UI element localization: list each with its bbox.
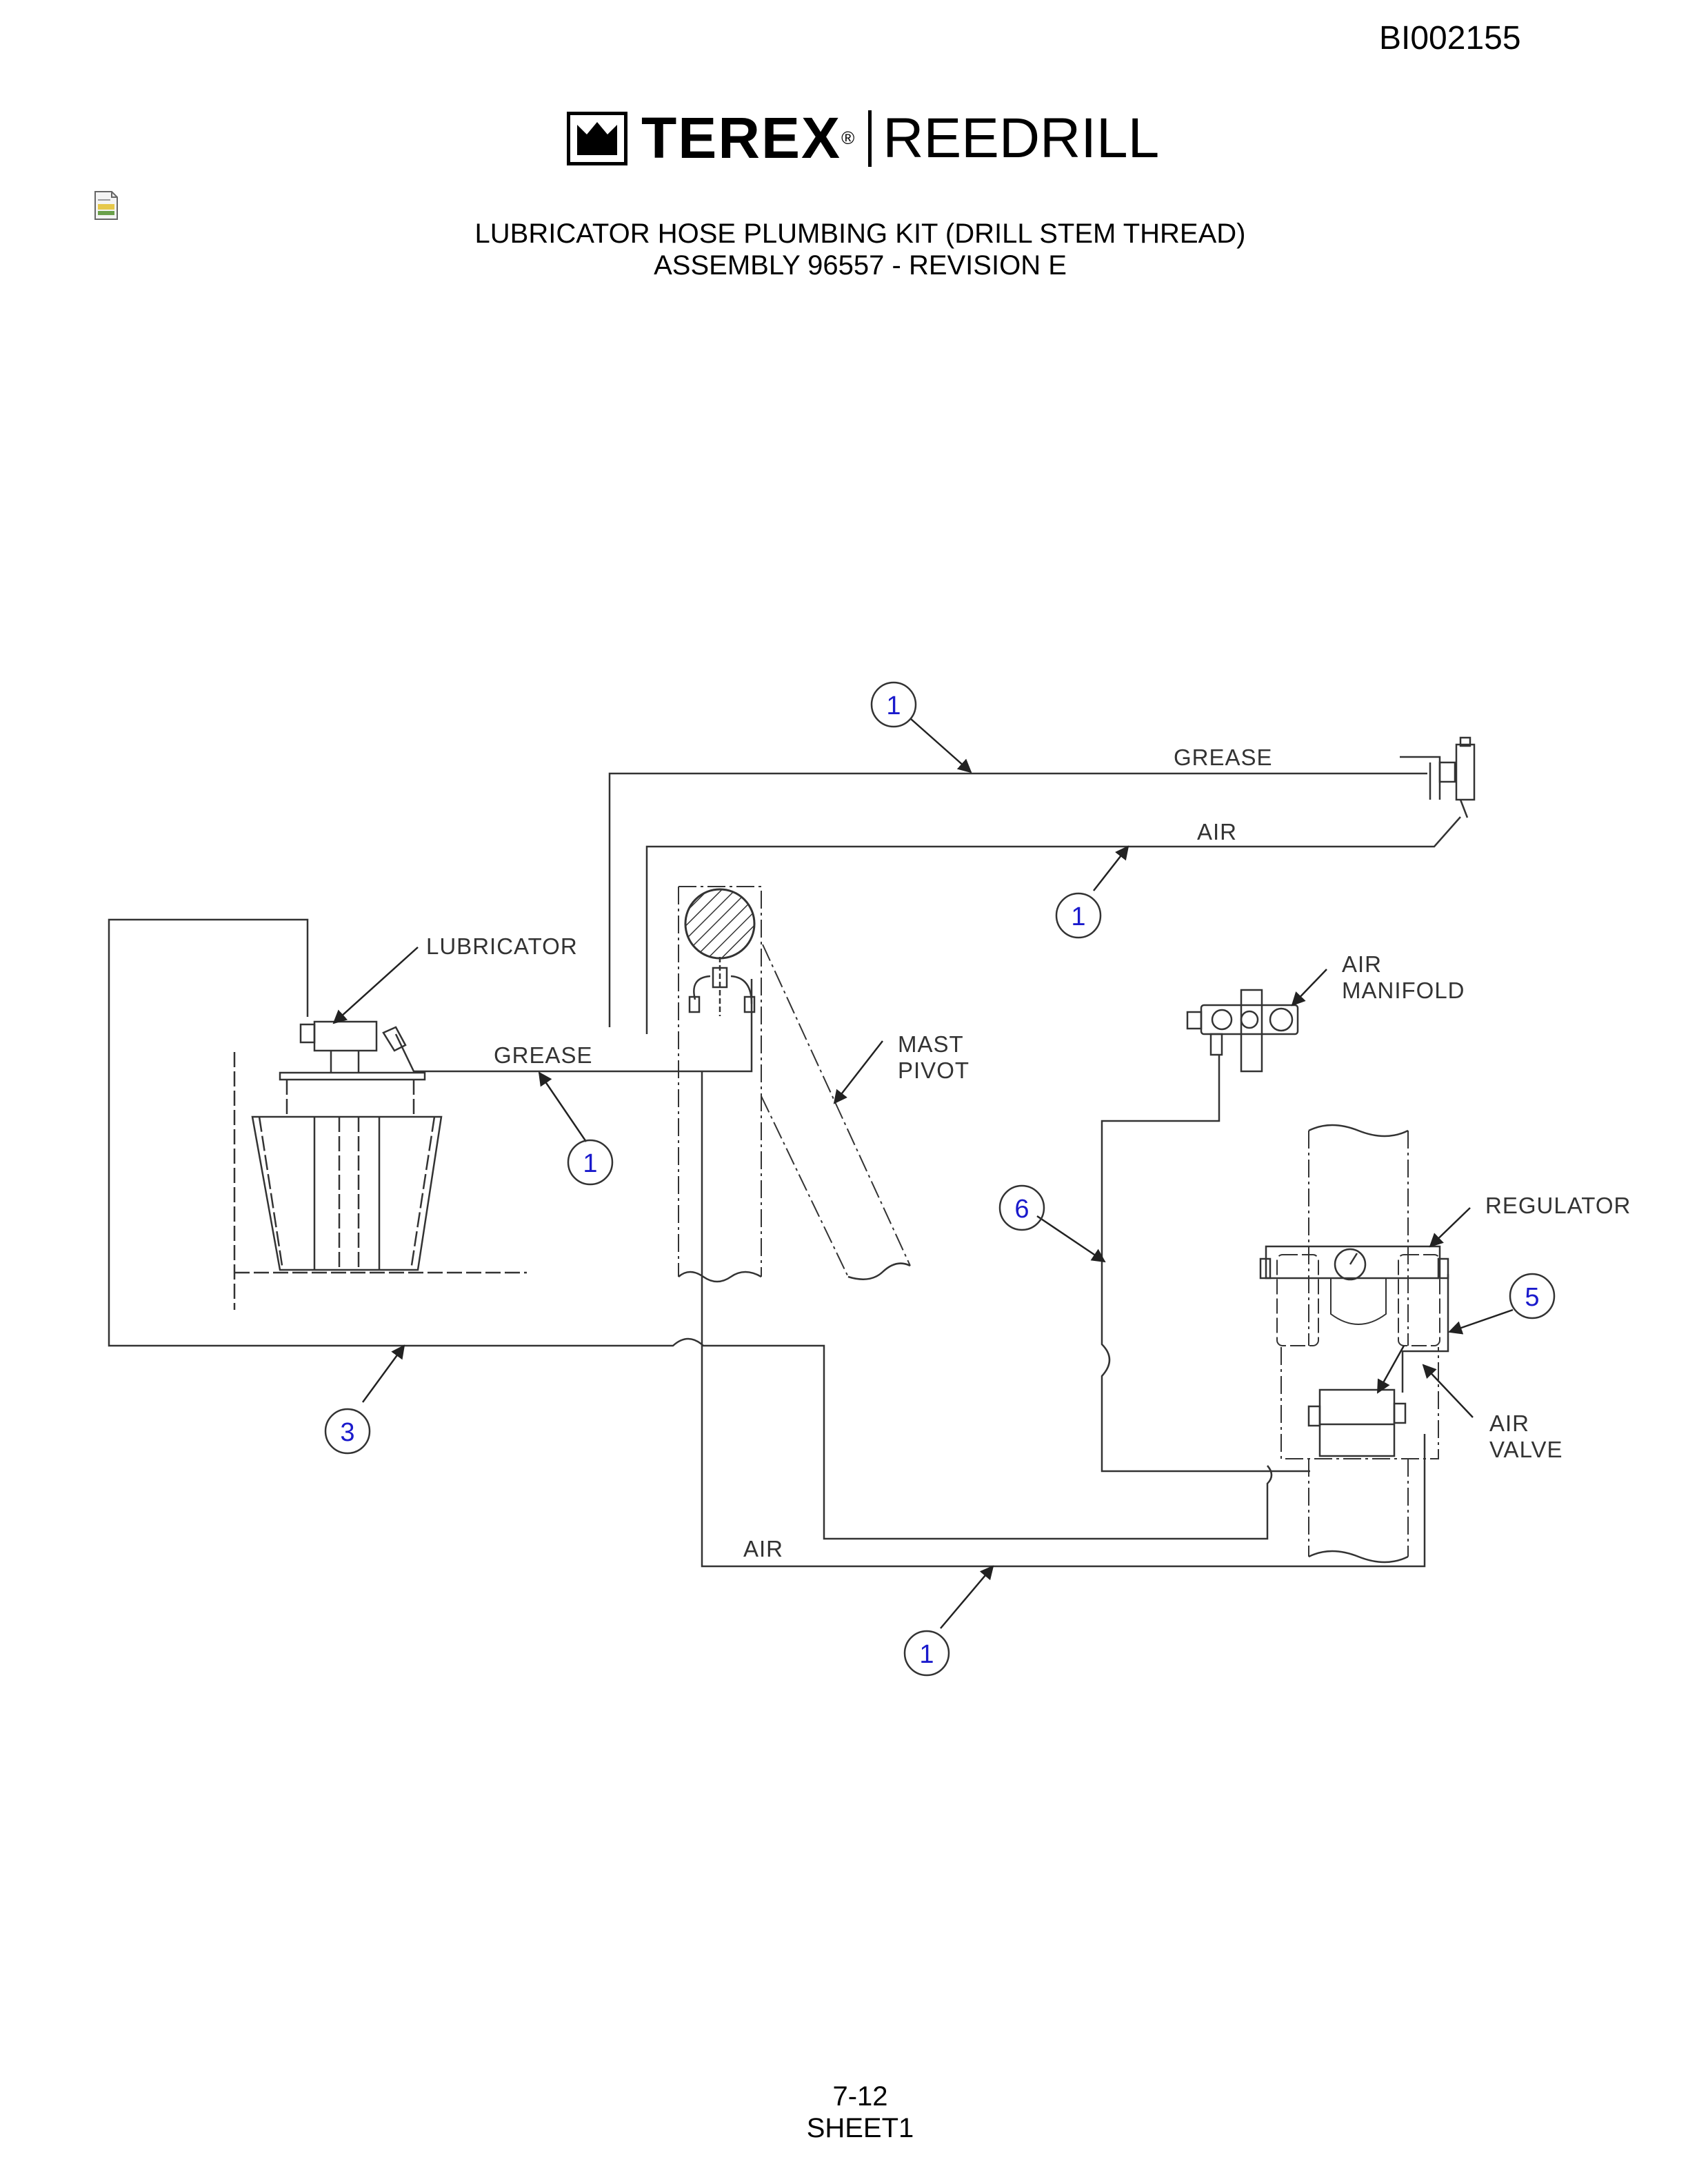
- callout-balloon: 6: [998, 1184, 1045, 1231]
- drawing-title: LUBRICATOR HOSE PLUMBING KIT (DRILL STEM…: [0, 218, 1688, 281]
- title-line-1: LUBRICATOR HOSE PLUMBING KIT (DRILL STEM…: [474, 219, 1246, 249]
- label-air-valve-2: VALVE: [1489, 1437, 1563, 1462]
- svg-text:1: 1: [919, 1640, 934, 1669]
- svg-text:1: 1: [583, 1149, 597, 1178]
- label-air-manifold-2: MANIFOLD: [1342, 978, 1465, 1003]
- document-icon[interactable]: [92, 190, 120, 224]
- svg-text:3: 3: [340, 1418, 354, 1447]
- callout-balloon: 3: [324, 1408, 371, 1455]
- grease-injector: [1400, 736, 1476, 818]
- label-mast-pivot-1: MAST: [898, 1031, 964, 1057]
- label-air-top: AIR: [1197, 819, 1237, 845]
- terex-crown-logo-icon: [567, 111, 627, 165]
- registered-mark: ®: [841, 128, 855, 148]
- mast-boom: [761, 944, 911, 1277]
- label-air-manifold-1: AIR: [1342, 951, 1382, 977]
- callout-balloon: 1: [870, 681, 917, 728]
- label-grease-left: GREASE: [494, 1042, 593, 1068]
- label-air-valve-1: AIR: [1489, 1410, 1529, 1436]
- label-regulator: REGULATOR: [1485, 1193, 1631, 1218]
- grease-hose-top: [608, 772, 1427, 1027]
- title-line-2: ASSEMBLY 96557 - REVISION E: [654, 250, 1067, 281]
- svg-text:5: 5: [1525, 1283, 1539, 1312]
- mast-pivot-pin: [684, 888, 756, 960]
- document-id: BI002155: [1379, 20, 1521, 57]
- label-air-bottom: AIR: [743, 1536, 783, 1561]
- air-hose-regulator: [1401, 1274, 1449, 1393]
- pivot-fittings: [688, 957, 756, 1016]
- page-number: 7-12: [832, 2081, 888, 2112]
- sheet-number: SHEET1: [806, 2113, 914, 2143]
- air-manifold: [1186, 989, 1299, 1073]
- grease-hose-lubricator: [394, 979, 753, 1073]
- svg-text:6: 6: [1014, 1195, 1029, 1224]
- air-hose-manifold: [1101, 1055, 1310, 1473]
- page-footer: 7-12 SHEET1: [0, 2081, 1688, 2144]
- svg-text:1: 1: [886, 691, 901, 720]
- label-lubricator: LUBRICATOR: [426, 933, 578, 959]
- air-hose-bottom: [701, 1072, 1426, 1568]
- svg-text:1: 1: [1071, 902, 1085, 931]
- air-hose-loop: [108, 918, 1273, 1540]
- callout-balloon: 1: [903, 1630, 950, 1677]
- label-mast-pivot-2: PIVOT: [898, 1058, 969, 1083]
- callout-balloon: 1: [1055, 892, 1102, 939]
- brand-name: TEREX: [641, 105, 842, 170]
- brand-logo: TEREX ® REEDRILL: [567, 105, 1159, 172]
- logo-divider: [868, 110, 872, 167]
- brand-product: REEDRILL: [883, 106, 1160, 170]
- regulator-assembly: [1259, 1124, 1449, 1564]
- label-grease-top: GREASE: [1174, 745, 1273, 770]
- air-hose-top: [645, 816, 1461, 1034]
- grease-barrel: [233, 1020, 527, 1310]
- mast-column: [678, 886, 762, 1277]
- callout-balloon: 5: [1509, 1273, 1556, 1320]
- callout-balloon: 1: [567, 1139, 614, 1186]
